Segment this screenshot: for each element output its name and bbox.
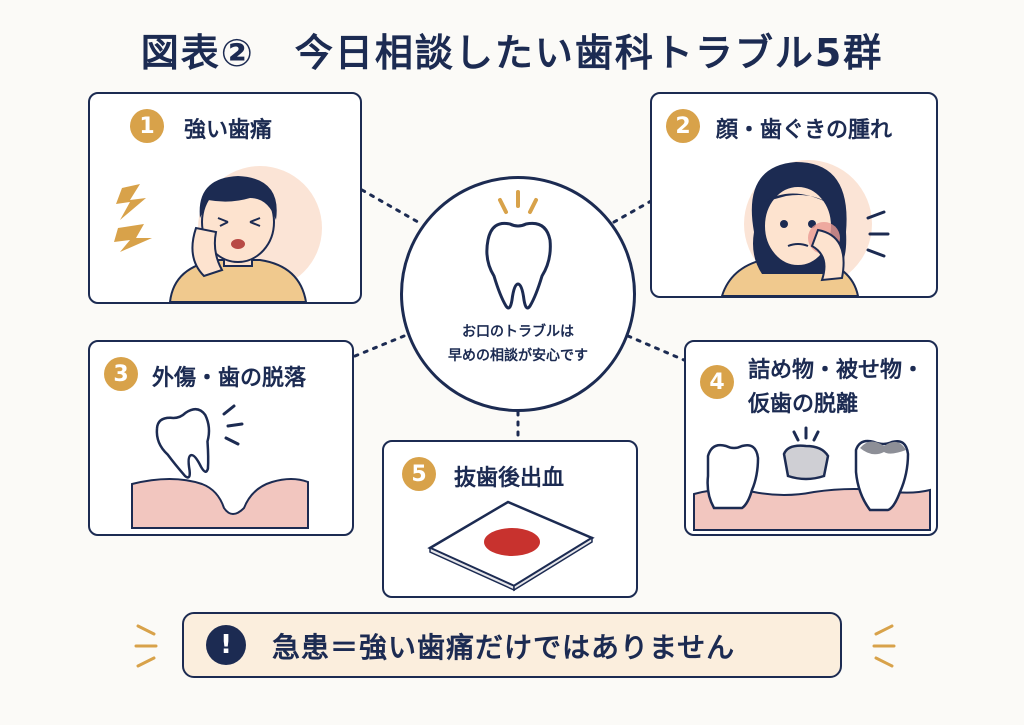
gauze-icon (427, 500, 595, 592)
card-5-label: 抜歯後出血 (454, 466, 565, 491)
tooth-icon (155, 407, 211, 479)
page-title: 図表② 今日相談したい歯科トラブル5群 (140, 31, 884, 75)
card-3-label: 外傷・歯の脱落 (152, 366, 307, 391)
card-1-label: 強い歯痛 (184, 118, 273, 143)
center-message: お口のトラブルは 早めの相談が安心です (420, 320, 616, 368)
tooth-falling-out-illustration (131, 404, 309, 529)
banner-accent-left (134, 624, 158, 668)
banner-text: 急患＝強い歯痛だけではありません (272, 631, 736, 664)
banner-accent-right (872, 624, 896, 668)
emergency-banner (182, 612, 842, 678)
center-message-line1: お口のトラブルは (462, 324, 574, 340)
tooth-icon (485, 190, 552, 310)
center-circle (400, 176, 636, 412)
card-1-number-badge: 1 (130, 109, 164, 143)
card-5-number-badge: 5 (402, 457, 436, 491)
crown-detached-illustration (693, 426, 931, 531)
card-4-number-badge: 4 (700, 365, 734, 399)
pain-lightning-icon (114, 184, 152, 252)
card-4-label-line1: 詰め物・被せ物・ (748, 358, 925, 383)
card-4-label-line2: 仮歯の脱離 (748, 392, 859, 417)
person-toothache-illustration (114, 166, 322, 303)
card-3-number-badge: 3 (104, 357, 138, 391)
card-2-label: 顔・歯ぐきの腫れ (716, 118, 893, 143)
center-message-line2: 早めの相談が安心です (448, 348, 588, 364)
exclamation-icon: ! (206, 625, 246, 665)
card-2-number-badge: 2 (666, 109, 700, 143)
person-swelling-illustration (720, 160, 890, 297)
